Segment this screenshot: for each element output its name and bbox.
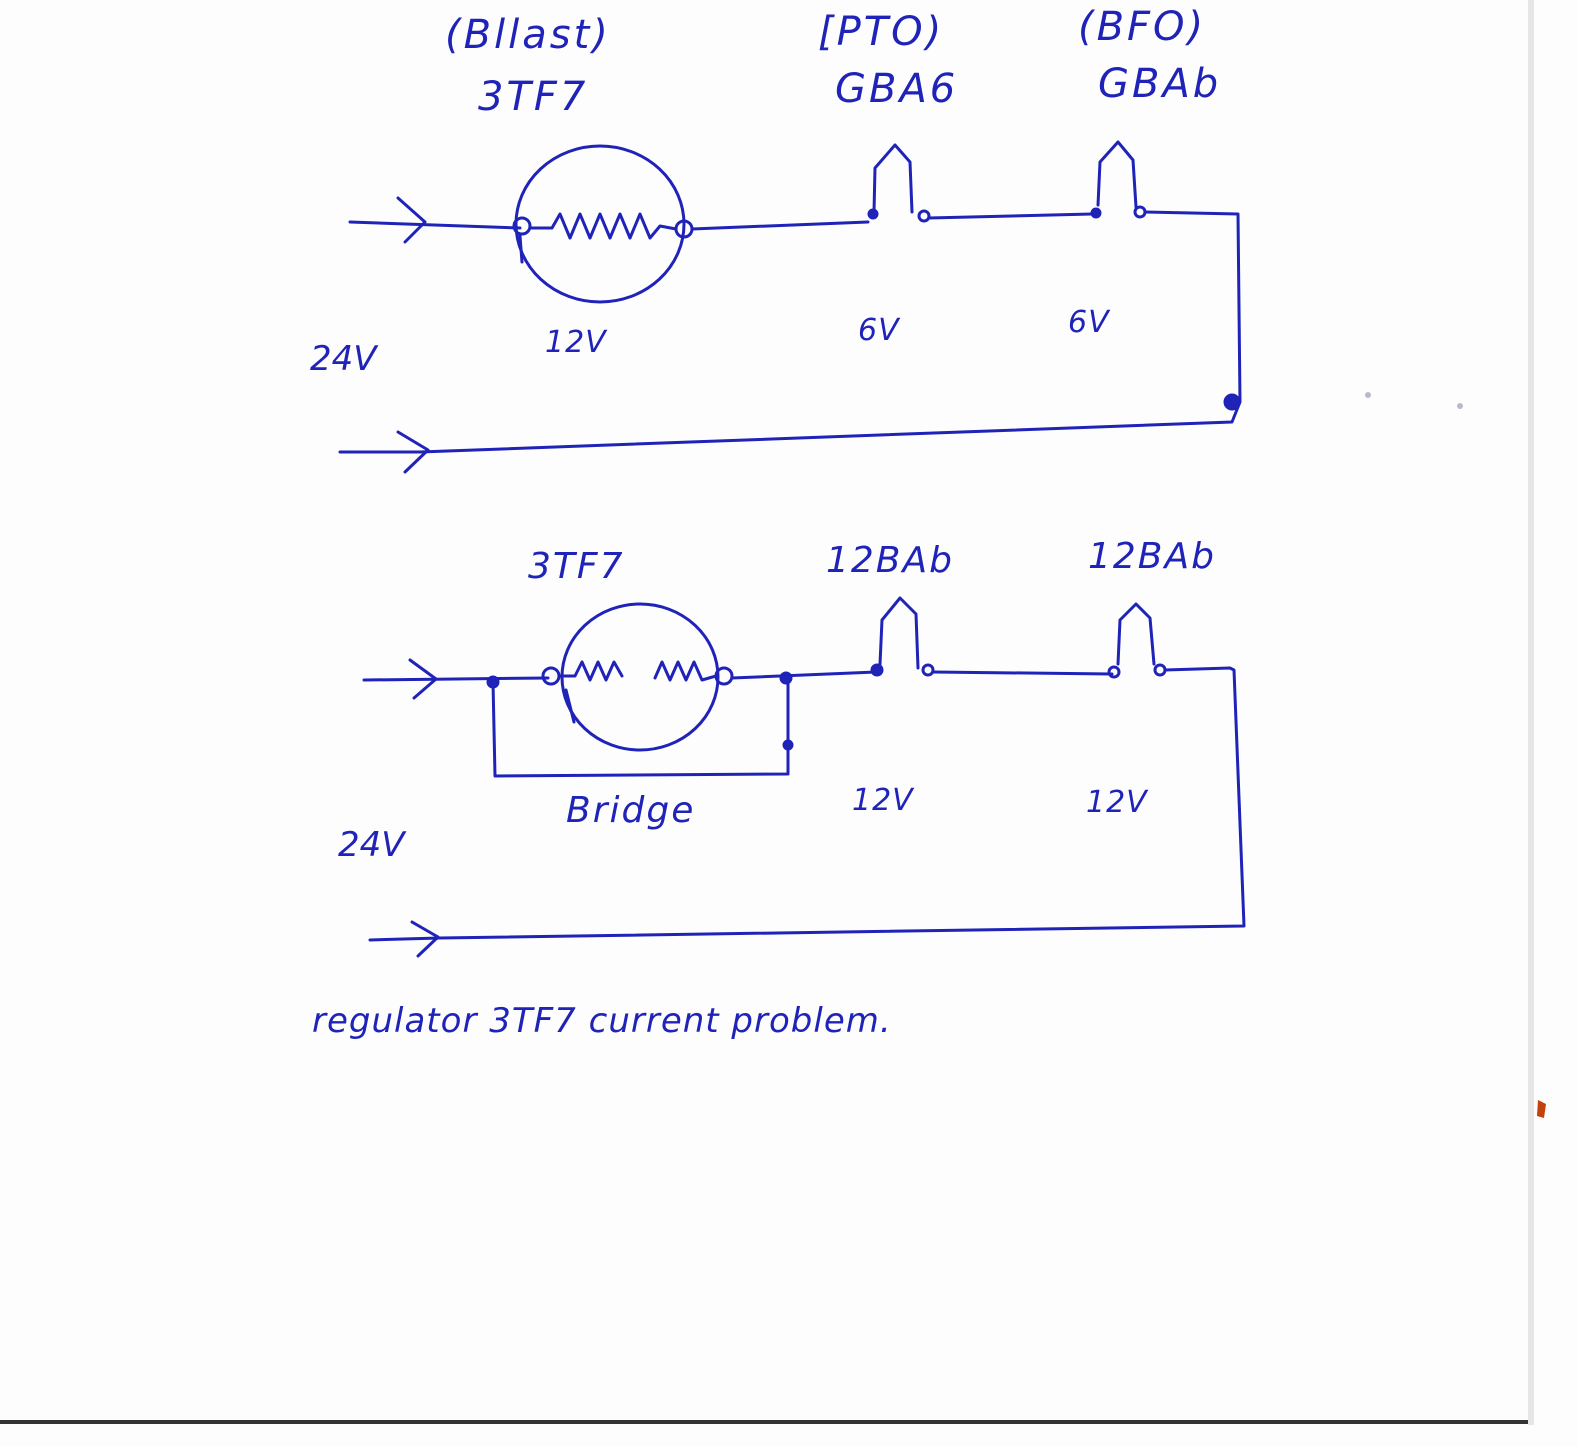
bottom-bridge-wire [491,678,790,778]
bottom-wire-1 [730,670,878,680]
top-tube1-pin-right [917,209,931,223]
top-tube1-filament-icon [872,143,914,214]
top-circuit: (Bllast) 3TF7 [PTO) GBA6 (BFO) GBAb [310,4,1242,474]
top-input-arrow-icon [396,196,427,244]
top-wire-1 [690,220,870,231]
bottom-tube2-voltage: 12V [1086,785,1149,820]
bottom-tube2-filament-icon [1116,602,1156,666]
bottom-bridge-mark [782,739,794,751]
top-ballast-tube-label: 3TF7 [478,74,588,120]
top-supply-voltage: 24V [310,339,379,379]
bottom-tube1-voltage: 12V [852,783,915,818]
top-tube2-pin-left [1090,207,1102,219]
top-ballast-resistor-filament [528,212,678,240]
bottom-ballast-tick [564,688,576,724]
bottom-tube1-filament-icon [878,596,920,670]
top-tube1-voltage: 6V [858,313,901,348]
top-wire-2 [927,212,1094,220]
paper-stain [1537,1100,1546,1118]
bottom-tube1-pin-right [921,663,935,677]
top-tube2-type-label: GBAb [1098,61,1221,107]
bottom-input-wire [362,676,550,682]
bottom-tube2-type-label: 12BAb [1088,536,1216,577]
handwritten-note: regulator 3TF7 current problem. [312,1001,892,1041]
top-ballast-tube-envelope [514,144,686,304]
bottom-ballast-tube-label: 3TF7 [528,546,625,587]
bottom-ballast-pin-left [541,666,561,686]
scan-edge-shadow [0,1420,1530,1424]
top-input-wire [348,220,522,230]
top-tube1-role-label: [PTO) [818,9,944,55]
top-return-wire [418,210,1242,454]
top-tube1-type-label: GBA6 [835,66,958,112]
top-ballast-role-label: (Bllast) [445,12,611,58]
bottom-output-arrow-icon [410,920,440,958]
bottom-supply-voltage: 24V [338,825,407,865]
top-output-arrow-icon [396,430,430,474]
bottom-bridge-junction-right [779,671,793,685]
top-ballast-voltage: 12V [545,325,608,360]
bottom-circuit: 3TF7 12BAb 12BAb [338,536,1246,958]
top-ballast-pin-left [512,216,532,236]
bottom-return-wire [438,666,1246,940]
speck-1 [1365,392,1371,398]
bottom-tube1-pin-left [870,663,884,677]
bottom-ballast-filament-left [558,660,624,682]
speck-2 [1457,403,1463,409]
bottom-tube1-type-label: 12BAb [826,540,954,581]
top-ballast-tick [518,234,524,264]
top-tube2-filament-icon [1096,140,1138,209]
bottom-ballast-filament-right [653,660,718,682]
bottom-output-wire [368,936,442,942]
bottom-tube2-pin-left [1107,665,1121,679]
bottom-ballast-tube-envelope [560,602,720,752]
bottom-bridge-label: Bridge [566,790,695,831]
scan-right-edge [1528,0,1534,1425]
bottom-input-arrow-icon [408,658,438,700]
bottom-wire-2 [931,670,1114,676]
top-return-junction [1223,393,1241,411]
top-tube2-role-label: (BFO) [1078,4,1206,50]
top-tube2-voltage: 6V [1068,305,1111,340]
top-tube1-pin-left [867,208,879,220]
